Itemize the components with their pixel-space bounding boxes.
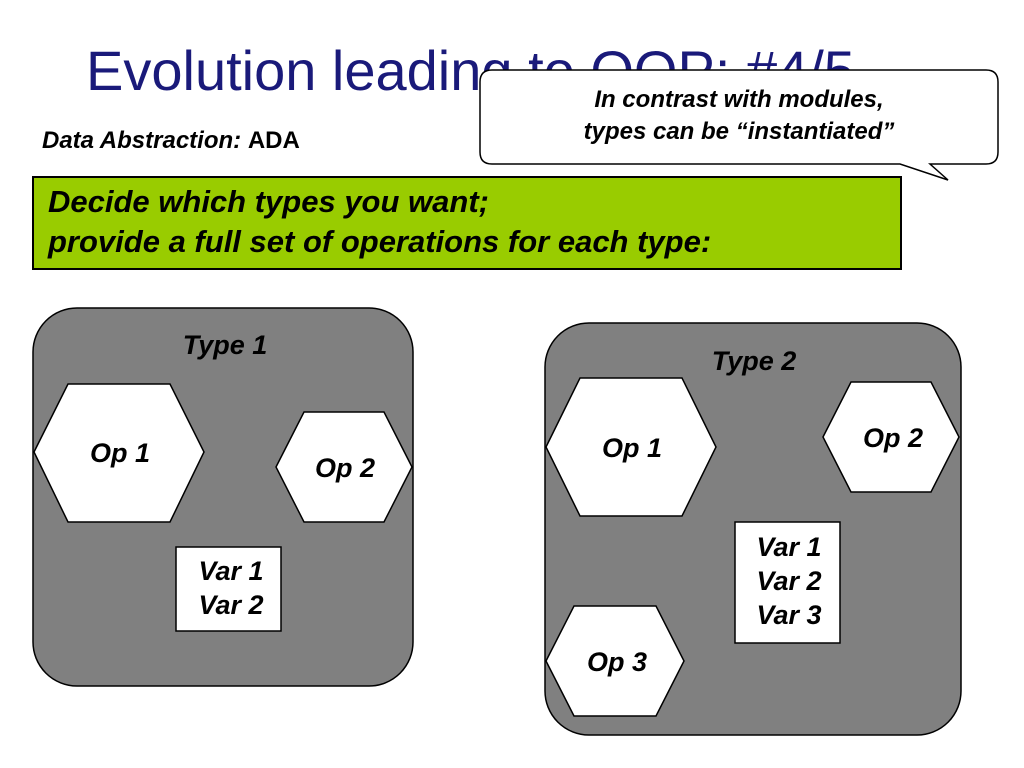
callout-bubble bbox=[479, 69, 999, 181]
type-1-var-2: Var 2 bbox=[198, 590, 263, 620]
callout-text: In contrast with modules, types can be “… bbox=[480, 84, 998, 148]
instruction-box: Decide which types you want; provide a f… bbox=[32, 176, 902, 270]
type-2-op-1-hexagon bbox=[545, 377, 717, 517]
type-1-vars-box bbox=[175, 546, 282, 632]
type-1-label: Type 1 bbox=[183, 330, 268, 360]
callout-shape bbox=[479, 69, 999, 181]
type-2-op-3-label: Op 3 bbox=[587, 647, 647, 677]
callout-line-2: types can be “instantiated” bbox=[583, 118, 895, 145]
type-1-op-2-label: Op 2 bbox=[315, 453, 375, 483]
type-2-vars-box bbox=[734, 521, 841, 644]
type-1-group: Type 1 Op 1 Op 2 Var 1 Var 2 bbox=[32, 307, 414, 687]
callout-line-1: In contrast with modules, bbox=[594, 86, 884, 113]
type-2-op-3-hexagon bbox=[545, 605, 685, 717]
type-2-var-1: Var 1 bbox=[756, 532, 821, 562]
instruction-line-1: Decide which types you want; bbox=[48, 184, 489, 219]
type-1-op-1-hexagon bbox=[33, 383, 205, 523]
type-2-op-1-label: Op 1 bbox=[602, 433, 662, 463]
subtitle-language: ADA bbox=[247, 127, 300, 154]
type-1-op-1-label: Op 1 bbox=[90, 438, 150, 468]
subtitle-lead: Data Abstraction: bbox=[42, 127, 242, 154]
type-2-label: Type 2 bbox=[712, 346, 797, 376]
type-2-op-2-hexagon bbox=[822, 381, 960, 493]
type-2-group: Type 2 Op 1 Op 2 Op 3 Var 1 Var 2 Var 3 bbox=[544, 322, 962, 736]
type-2-var-3: Var 3 bbox=[756, 600, 821, 630]
type-1-var-1: Var 1 bbox=[198, 556, 263, 586]
slide-subtitle: Data Abstraction: ADA bbox=[42, 126, 300, 156]
instruction-line-2: provide a full set of operations for eac… bbox=[48, 224, 712, 259]
type-2-var-2: Var 2 bbox=[756, 566, 821, 596]
type-2-op-2-label: Op 2 bbox=[863, 423, 923, 453]
type-1-op-2-hexagon bbox=[275, 411, 413, 523]
